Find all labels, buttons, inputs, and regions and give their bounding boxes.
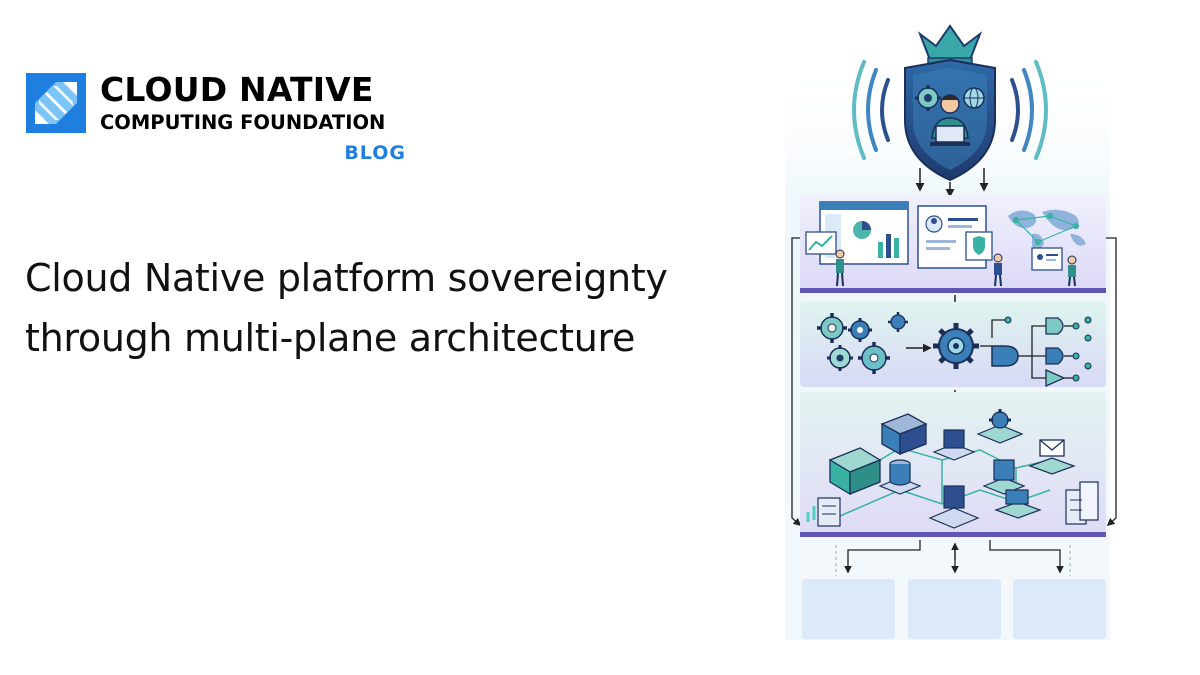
gear-icon	[827, 345, 853, 371]
plane-box	[908, 579, 1001, 639]
processing-plane-layer	[800, 302, 1106, 388]
data-plane-layer	[800, 392, 1106, 537]
plane-box	[802, 579, 895, 639]
person-icon	[835, 249, 845, 287]
plane-box	[1013, 579, 1106, 639]
article-title: Cloud Native platform sovereignty throug…	[25, 256, 668, 360]
id-card-icon	[1031, 247, 1063, 271]
gear-icon	[888, 312, 908, 332]
chart-card-icon	[805, 231, 837, 255]
logo-section-label: BLOG	[344, 142, 406, 164]
shield-card-icon	[965, 231, 993, 261]
outer-connectors	[791, 237, 1117, 527]
server-rack-icon	[817, 497, 841, 527]
layer-rail	[800, 532, 1106, 537]
node-dots	[1004, 316, 1092, 382]
signal-waves-icon	[852, 60, 1048, 160]
cncf-logo[interactable]: CLOUD NATIVE COMPUTING FOUNDATION BLOG	[26, 70, 416, 173]
person-icon	[993, 253, 1003, 287]
gear-icon	[848, 318, 872, 342]
gear-icon	[817, 313, 847, 343]
logo-wordmark-line2: COMPUTING FOUNDATION	[100, 111, 386, 134]
gear-icon	[858, 342, 890, 374]
cncf-logo-mark-icon	[26, 73, 86, 133]
database-icon	[878, 459, 922, 495]
bottom-connectors	[844, 540, 1064, 574]
control-plane-layer	[800, 195, 1106, 293]
multi-plane-diagram	[785, 24, 1117, 640]
gear-icon	[933, 323, 979, 369]
dashboard-icon	[819, 201, 909, 265]
server-icon	[932, 429, 976, 461]
teal-signal-icon	[806, 506, 816, 522]
globe-icon	[963, 87, 985, 109]
architecture-illustration	[770, 20, 1150, 650]
layer-rail	[800, 288, 1106, 293]
server-rack-icon	[1065, 481, 1099, 525]
gear-icon	[915, 85, 941, 111]
container-icon	[828, 447, 882, 496]
server-icon	[928, 485, 980, 529]
mail-icon	[1028, 439, 1076, 475]
network-lines	[1012, 212, 1080, 246]
shield-down-arrows	[915, 168, 989, 198]
person-icon	[1067, 255, 1077, 287]
person-laptop-icon	[930, 94, 970, 146]
container-icon	[880, 413, 928, 456]
server-icon	[994, 489, 1042, 519]
logic-gate-icon	[991, 317, 1066, 388]
bottom-dashed-guides	[835, 545, 1071, 576]
gear-icon	[976, 409, 1024, 444]
logo-wordmark-line1: CLOUD NATIVE	[100, 70, 374, 109]
